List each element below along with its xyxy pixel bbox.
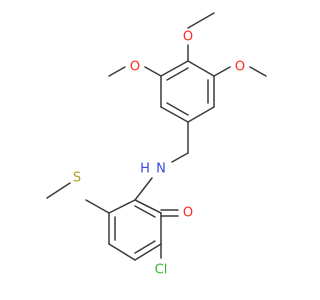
bond	[187, 12, 215, 29]
bond	[160, 106, 189, 123]
bond	[108, 66, 126, 77]
bond	[134, 205, 156, 218]
atom-labels: O O O N H O S Cl	[73, 30, 245, 278]
bond	[85, 199, 110, 214]
bond	[46, 182, 71, 199]
bond	[166, 67, 189, 81]
nitrogen-label: N	[156, 162, 166, 177]
bond	[160, 60, 189, 77]
sulfur-label: S	[73, 171, 81, 186]
oxygen-label-top: O	[183, 30, 193, 45]
bond	[187, 60, 215, 77]
bond	[134, 243, 162, 261]
bond	[249, 66, 267, 77]
bond	[134, 199, 162, 214]
oxygen-label-left: O	[130, 60, 140, 75]
bond	[187, 106, 215, 123]
chlorine-label: Cl	[155, 263, 168, 278]
hydrogen-label: H	[140, 162, 150, 177]
bond	[144, 66, 162, 77]
molecule-structure: O O O N H O S Cl	[46, 12, 267, 278]
bond	[108, 243, 136, 261]
bond	[166, 102, 189, 116]
bond	[134, 177, 153, 201]
carbonyl-oxygen-label: O	[183, 206, 193, 221]
bond	[171, 152, 189, 163]
bond	[108, 199, 136, 214]
bond	[213, 66, 231, 77]
oxygen-label-right: O	[235, 60, 245, 75]
bonds	[46, 12, 267, 261]
bond	[134, 240, 156, 254]
